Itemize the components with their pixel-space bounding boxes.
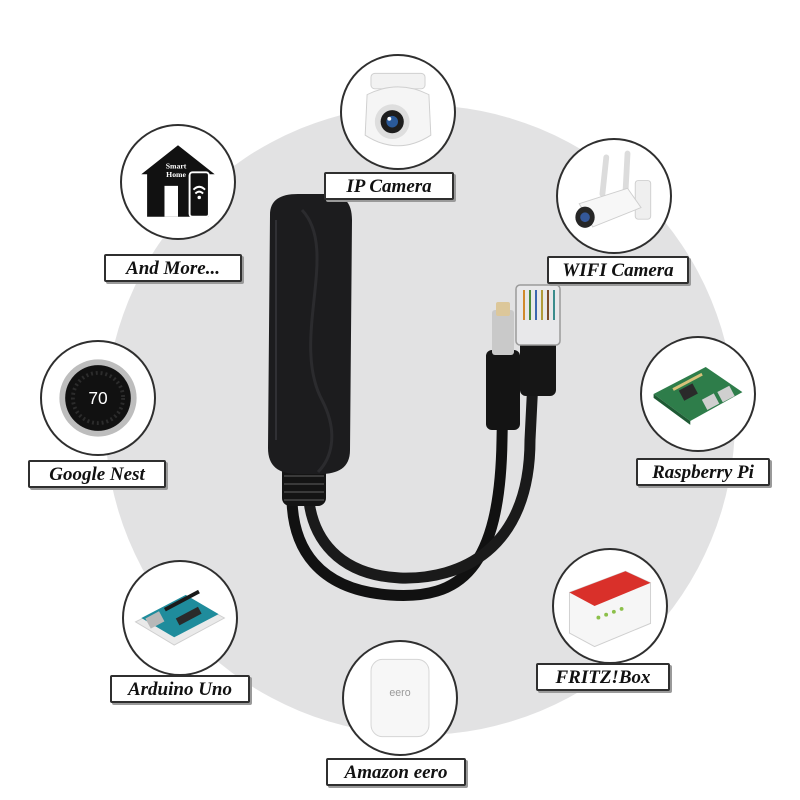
ip-camera-label: IP Camera bbox=[324, 172, 454, 200]
arduino-uno-circle bbox=[122, 560, 238, 676]
raspberry-pi-icon bbox=[653, 366, 743, 425]
smart-home-text-1: Smart bbox=[166, 161, 187, 170]
amazon-eero-circle: eero bbox=[342, 640, 458, 756]
nest-temperature-text: 70 bbox=[88, 388, 107, 408]
fritzbox-router-icon bbox=[568, 570, 652, 648]
smart-home-circle: Smart Home bbox=[120, 124, 236, 240]
fritzbox-circle bbox=[552, 548, 668, 664]
amazon-eero-icon: eero bbox=[370, 658, 430, 738]
raspberry-pi-circle bbox=[640, 336, 756, 452]
arduino-uno-label: Arduino Uno bbox=[110, 675, 250, 703]
google-nest-thermostat-icon: 70 bbox=[59, 359, 137, 437]
ip-camera-circle bbox=[340, 54, 456, 170]
eero-brand-text: eero bbox=[389, 687, 410, 699]
smart-home-text-2: Home bbox=[166, 170, 186, 179]
wifi-camera-icon bbox=[575, 150, 652, 228]
wifi-camera-circle bbox=[556, 138, 672, 254]
poe-splitter-icon bbox=[268, 194, 561, 602]
fritzbox-label: FRITZ!Box bbox=[536, 663, 670, 691]
arduino-uno-icon bbox=[134, 589, 226, 646]
google-nest-circle: 70 bbox=[40, 340, 156, 456]
google-nest-label: Google Nest bbox=[28, 460, 166, 488]
amazon-eero-label: Amazon eero bbox=[326, 758, 466, 786]
raspberry-pi-label: Raspberry Pi bbox=[636, 458, 770, 486]
poe-splitter-adapter bbox=[230, 190, 590, 630]
smart-home-icon: Smart Home bbox=[141, 145, 215, 218]
and-more-label: And More... bbox=[104, 254, 242, 282]
ip-camera-icon bbox=[364, 72, 432, 147]
wifi-camera-label: WIFI Camera bbox=[547, 256, 689, 284]
